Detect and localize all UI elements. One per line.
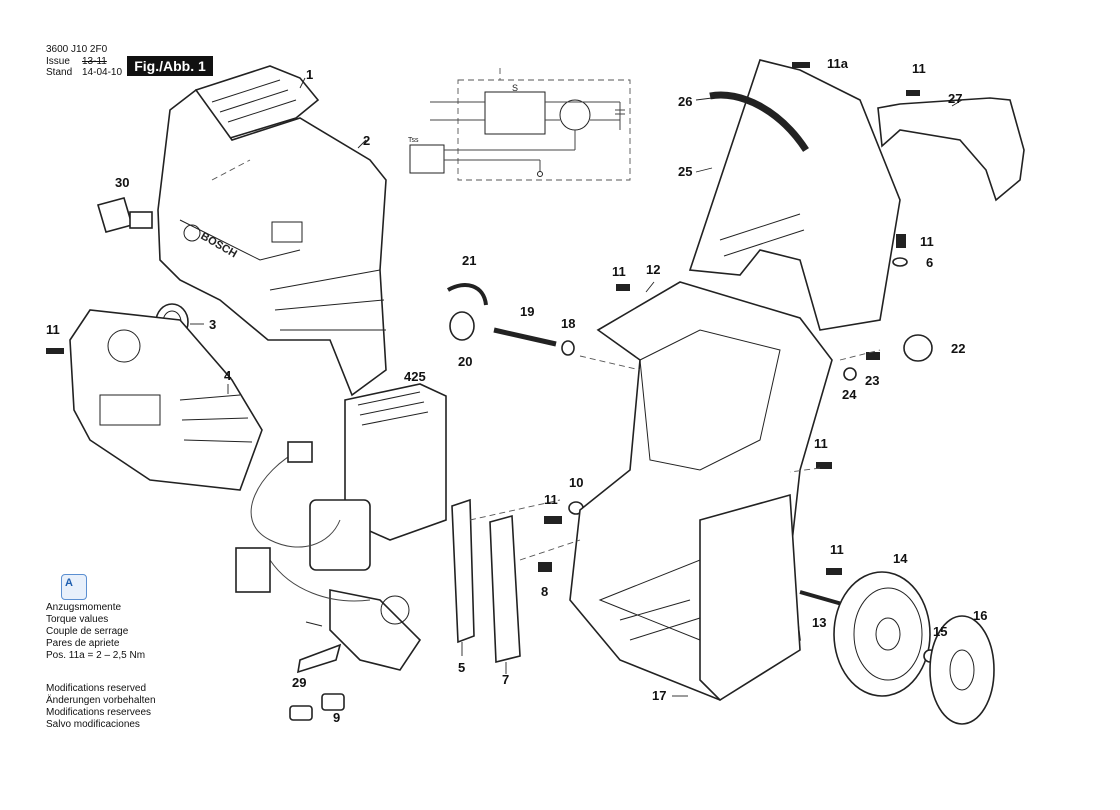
- label-part-1: 1: [306, 67, 313, 82]
- part-2-upper-housing: BOSCH: [157, 88, 387, 397]
- label-part-9: 9: [333, 710, 340, 725]
- issue-label: Issue: [46, 56, 70, 67]
- reserved-note-line: Salvo modificaciones: [46, 719, 140, 730]
- label-part-30: 30: [115, 175, 129, 190]
- label-part-17: 17: [652, 688, 666, 703]
- label-part-29: 29: [292, 675, 306, 690]
- torque-note-line: Pares de apriete: [46, 638, 120, 649]
- label-part-25: 25: [678, 164, 692, 179]
- label-part-16: 16: [973, 608, 987, 623]
- parts-25-26-handle: [688, 59, 901, 331]
- label-part-8: 8: [541, 584, 548, 599]
- label-part-14: 14: [893, 551, 908, 566]
- right-side-fasteners: [616, 62, 933, 575]
- label-part-24: 24: [842, 387, 857, 402]
- label-part-11-mid: 11: [544, 492, 558, 507]
- label-part-18: 18: [561, 316, 575, 331]
- label-part-19: 19: [520, 304, 534, 319]
- label-part-7: 7: [502, 672, 509, 687]
- label-part-13: 13: [812, 615, 826, 630]
- torque-note-line: Pos. 11a = 2 – 2,5 Nm: [46, 650, 146, 661]
- parts-5-7-rails: [451, 498, 521, 674]
- label-part-425: 425: [404, 369, 426, 384]
- part-425-motor-pump: [235, 383, 447, 674]
- torque-note-line: Couple de serrage: [46, 626, 129, 637]
- stand-label: Stand: [46, 67, 73, 78]
- part-30-fitting: [96, 197, 153, 233]
- part-11-screw-left: [46, 348, 64, 354]
- reserved-note-line: Änderungen vorbehalten: [46, 695, 156, 706]
- switch-label: S: [512, 83, 518, 93]
- label-part-12: 12: [646, 262, 660, 277]
- label-part-5: 5: [458, 660, 465, 675]
- label-part-23: 23: [865, 373, 879, 388]
- torque-icon: A: [61, 574, 87, 600]
- thermal-switch-label: Tss: [408, 137, 419, 144]
- torque-note-line: Torque values: [46, 614, 109, 625]
- label-part-11-left: 11: [46, 322, 60, 337]
- wiring-schematic: S Tss: [408, 68, 631, 181]
- parts-9-29-connectors: [289, 693, 345, 721]
- label-part-6: 6: [926, 255, 933, 270]
- part-4-front-housing: [69, 309, 263, 491]
- part-12-main-frame: [569, 281, 833, 702]
- assembly-lines: [211, 159, 881, 561]
- label-part-4: 4: [224, 368, 232, 383]
- document-number: 3600 J10 2F0: [46, 44, 108, 55]
- parts-18-21-hoses: [446, 283, 575, 356]
- label-part-11-top: 11: [912, 61, 926, 76]
- label-part-21: 21: [462, 253, 476, 268]
- label-part-15: 15: [933, 624, 947, 639]
- figure-label: Fig./Abb. 1: [127, 56, 213, 76]
- label-part-2: 2: [363, 133, 370, 148]
- issue-value: 13-11: [82, 56, 107, 67]
- stand-value: 14-04-10: [82, 67, 123, 78]
- reserved-note-line: Modifications reserved: [46, 683, 147, 694]
- label-part-10: 10: [569, 475, 583, 490]
- label-part-22: 22: [951, 341, 965, 356]
- label-part-11-wheel: 11: [830, 542, 844, 557]
- reserved-note-line: Modifications reservees: [46, 707, 152, 718]
- label-part-20: 20: [458, 354, 472, 369]
- label-part-11-frame: 11: [612, 264, 626, 279]
- label-part-11a: 11a: [827, 56, 849, 71]
- reserved-notes: Modifications reserved Änderungen vorbeh…: [46, 683, 156, 731]
- label-part-11-low: 11: [814, 436, 828, 451]
- label-part-11-right: 11: [920, 234, 934, 249]
- label-part-26: 26: [678, 94, 692, 109]
- label-part-3: 3: [209, 317, 216, 332]
- label-part-27: 27: [948, 91, 962, 106]
- torque-notes: Anzugsmomente Torque values Couple de se…: [46, 602, 145, 662]
- part-27-bracket: [877, 97, 1025, 202]
- parts-14-16-wheel: [799, 571, 995, 725]
- torque-note-line: Anzugsmomente: [46, 602, 122, 613]
